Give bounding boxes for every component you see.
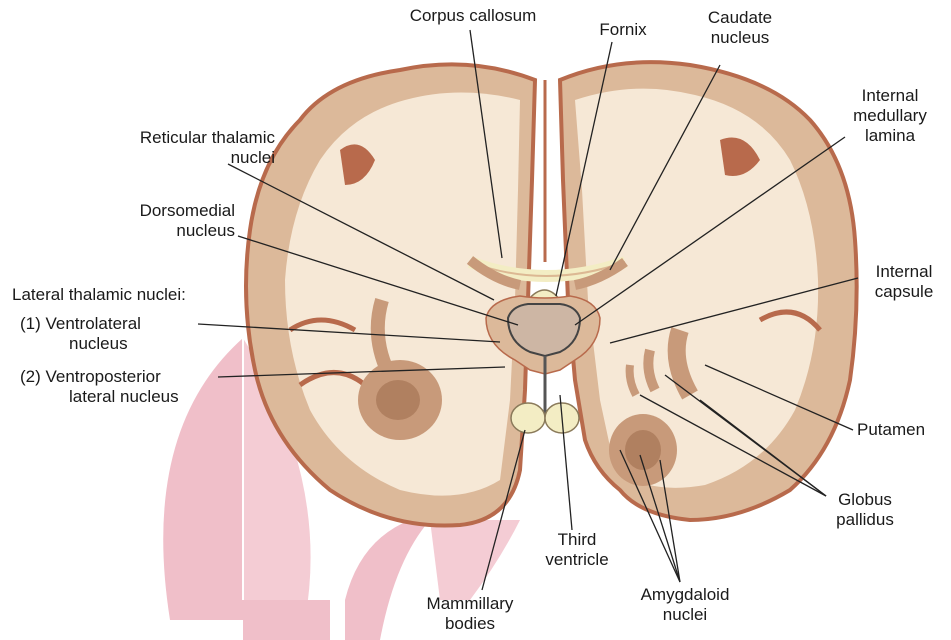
label-putamen: Putamen: [857, 420, 947, 440]
label-fornix: Fornix: [583, 20, 663, 40]
label-corpus-callosum: Corpus callosum: [383, 6, 563, 26]
label-amygdaloid-nuclei: Amygdaloid nuclei: [620, 585, 750, 625]
label-reticular-thalamic-nuclei: Reticular thalamic nuclei: [60, 128, 275, 168]
label-internal-medullary-lamina: Internal medullary lamina: [830, 86, 950, 146]
label-lateral-thalamic-nuclei: Lateral thalamic nuclei:: [12, 285, 242, 305]
label-ventroposterior-lateral-nucleus: (2) Ventroposterior lateral nucleus: [20, 367, 225, 407]
label-dorsomedial-nucleus: Dorsomedial nucleus: [60, 201, 235, 241]
label-caudate-nucleus: Caudate nucleus: [680, 8, 800, 48]
label-internal-capsule: Internal capsule: [860, 262, 948, 302]
label-third-ventricle: Third ventricle: [527, 530, 627, 570]
label-ventrolateral-nucleus: (1) Ventrolateral nucleus: [20, 314, 205, 354]
label-mammillary-bodies: Mammillary bodies: [405, 594, 535, 634]
label-globus-pallidus: Globus pallidus: [820, 490, 910, 530]
right-hemisphere: [560, 62, 857, 520]
